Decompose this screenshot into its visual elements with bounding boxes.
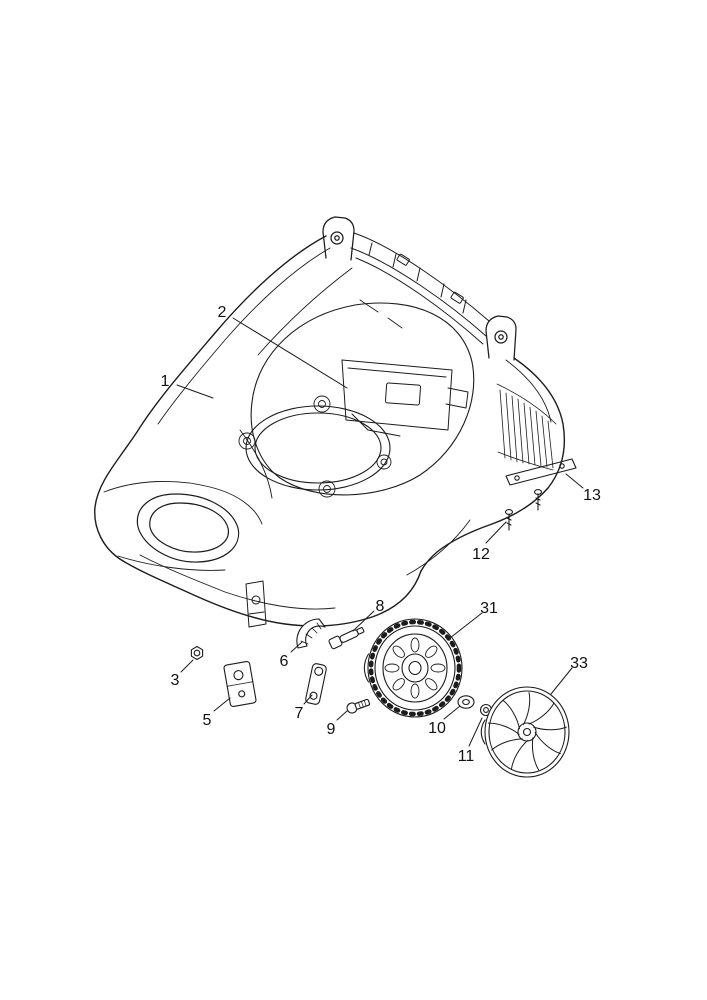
wheel-part-31 [363, 618, 463, 718]
rear-band [350, 232, 490, 345]
leader-2 [232, 317, 348, 389]
leader-5 [213, 697, 231, 712]
bolt-bosses [238, 395, 392, 498]
bracket-and-screws [504, 458, 577, 531]
leader-11 [468, 717, 483, 747]
leader-6 [290, 641, 303, 653]
leader-10 [443, 705, 461, 720]
deck-ridge-lines [103, 247, 552, 610]
part-label-12: 12 [472, 546, 490, 563]
bolt-part-9 [346, 698, 371, 714]
right-handle-post [485, 315, 517, 361]
part-label-1: 1 [161, 373, 170, 390]
part-label-33: 33 [570, 655, 588, 672]
central-recess [245, 302, 475, 496]
screws-part-12 [504, 489, 543, 531]
part-label-7: 7 [295, 705, 304, 722]
part-label-13: 13 [583, 487, 601, 504]
leader-31 [449, 612, 483, 639]
pin-part-8 [328, 627, 365, 650]
adjuster-notch [245, 580, 267, 628]
part-label-10: 10 [428, 720, 446, 737]
sector-part-6 [296, 618, 326, 649]
left-handle-post [322, 216, 355, 261]
motor-plate [341, 359, 469, 437]
deck-housing-drawing [94, 216, 566, 628]
vent-hatching [496, 383, 557, 471]
part-labels: 1 2 13 12 8 31 6 33 3 7 5 9 10 11 [161, 304, 601, 765]
part-label-5: 5 [203, 712, 212, 729]
grip-cutout [136, 493, 240, 563]
part-label-31: 31 [480, 600, 498, 617]
leader-13 [565, 473, 584, 489]
leader-33 [550, 667, 573, 695]
part-label-9: 9 [327, 721, 336, 738]
part-label-2: 2 [218, 304, 227, 321]
plate-part-5 [223, 660, 257, 708]
small-hardware [190, 618, 371, 714]
leader-lines [176, 317, 584, 747]
leader-7 [303, 694, 313, 705]
leader-12 [485, 521, 507, 544]
leader-1 [176, 384, 214, 399]
part-label-8: 8 [376, 598, 385, 615]
part-label-6: 6 [280, 653, 289, 670]
wheel-cap-part-33 [480, 686, 570, 778]
leader-9 [336, 710, 348, 721]
lever-part-7 [305, 663, 327, 705]
washer-part-10 [457, 695, 475, 709]
wheel-assembly [363, 618, 493, 718]
nut-part-3 [190, 645, 204, 661]
leader-8 [352, 610, 375, 632]
part-label-3: 3 [171, 672, 180, 689]
leader-3 [180, 659, 194, 673]
deck-outline [94, 235, 566, 627]
part-label-11: 11 [458, 748, 475, 765]
bracket-part-13 [505, 458, 577, 486]
